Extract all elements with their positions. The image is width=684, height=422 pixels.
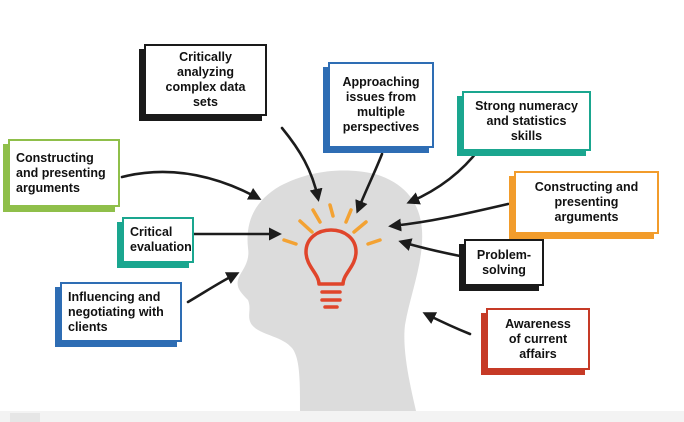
box-critically-analyzing: Critically analyzing complex data sets	[144, 44, 267, 116]
box-problem-solving: Problem- solving	[464, 239, 544, 286]
ray	[311, 208, 322, 224]
ray	[328, 203, 335, 218]
arrow	[355, 152, 384, 214]
box-label: Critical evaluation	[130, 225, 192, 254]
box-label: Constructing and presenting arguments	[534, 180, 639, 224]
lightbulb-icon	[304, 228, 358, 309]
arrow	[388, 202, 510, 232]
box-constructing-right: Constructing and presenting arguments	[514, 171, 659, 234]
box-label: Critically analyzing complex data sets	[165, 50, 246, 109]
box-label: Constructing and presenting arguments	[16, 150, 106, 195]
box-constructing-left: Constructing and presenting arguments	[8, 139, 120, 207]
corner-mark	[10, 413, 40, 422]
box-label: Awareness of current affairs	[505, 316, 571, 361]
ray	[282, 238, 298, 246]
arrow	[398, 238, 462, 258]
box-current-affairs: Awareness of current affairs	[486, 308, 590, 370]
arrows	[120, 126, 510, 336]
box-approaching-issues: Approaching issues from multiple perspec…	[328, 62, 434, 148]
ray	[352, 220, 368, 234]
box-label: Influencing and negotiating with clients	[68, 289, 164, 334]
box-label: Approaching issues from multiple perspec…	[342, 75, 420, 134]
box-influencing: Influencing and negotiating with clients	[60, 282, 182, 342]
box-label: Strong numeracy and statistics skills	[475, 98, 578, 143]
box-numeracy: Strong numeracy and statistics skills	[462, 91, 591, 151]
box-critical-evaluation: Critical evaluation	[122, 217, 194, 263]
arrow	[186, 272, 240, 304]
ray	[344, 208, 353, 224]
bottom-strip	[0, 411, 684, 422]
ray	[366, 238, 382, 246]
ray	[298, 219, 314, 234]
arrow	[406, 146, 482, 205]
light-rays	[282, 203, 382, 246]
arrow	[422, 312, 472, 336]
arrow	[120, 170, 262, 200]
arrow	[280, 126, 323, 202]
box-label: Problem- solving	[476, 247, 532, 277]
